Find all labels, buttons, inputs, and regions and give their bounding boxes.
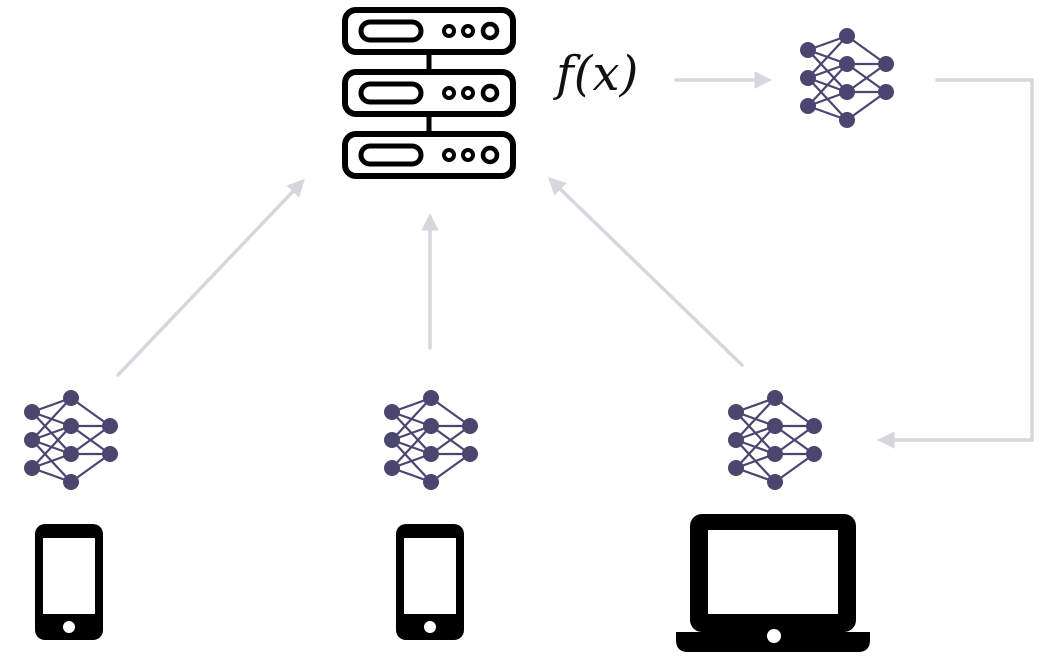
left-neural-network-icon	[22, 388, 120, 492]
middle-smartphone-icon	[396, 524, 464, 640]
global-neural-network-icon	[798, 26, 896, 130]
laptop-icon	[676, 514, 870, 652]
arrow-right-to-server	[547, 177, 744, 367]
arrow-left-to-server	[116, 178, 305, 377]
left-smartphone-icon	[35, 524, 103, 640]
server-rack-icon	[345, 10, 513, 176]
formula-label: f(x)	[556, 46, 639, 102]
middle-neural-network-icon	[382, 388, 480, 492]
right-neural-network-icon	[726, 388, 824, 492]
arrow-network-to-laptop	[877, 78, 1034, 449]
arrows	[116, 71, 1034, 449]
